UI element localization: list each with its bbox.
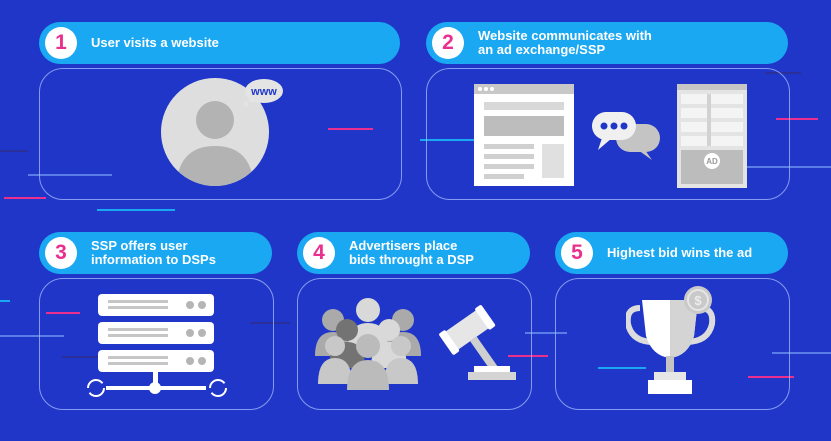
server-stack-icon xyxy=(87,294,227,397)
decorative-line xyxy=(0,335,64,337)
step-1-number-badge: 1 xyxy=(45,27,77,59)
decorative-line xyxy=(765,72,801,74)
www-text: www xyxy=(250,86,277,98)
step-2-panel xyxy=(426,68,790,200)
step-4-number-badge: 4 xyxy=(303,237,335,269)
decorative-line xyxy=(732,166,831,168)
decorative-line xyxy=(772,352,831,354)
decorative-line xyxy=(0,300,10,302)
decorative-line xyxy=(328,128,373,130)
step-2-label: Website communicates with an ad exchange… xyxy=(478,28,652,57)
decorative-line xyxy=(62,356,100,358)
step-2-header: 2 Website communicates with an ad exchan… xyxy=(426,22,788,64)
trophy-icon: $ xyxy=(626,286,716,394)
sync-icon xyxy=(87,379,105,397)
coin-icon: $ xyxy=(684,286,712,314)
decorative-line xyxy=(508,355,548,357)
decorative-line xyxy=(748,376,794,378)
step-5-number-badge: 5 xyxy=(561,237,593,269)
website-page-icon xyxy=(474,84,574,186)
step-1-label: User visits a website xyxy=(91,35,219,50)
step-1-panel xyxy=(39,68,402,200)
step-4-label: Advertisers place bids throught a DSP xyxy=(349,238,474,267)
decorative-line xyxy=(776,118,818,120)
decorative-line xyxy=(28,174,112,176)
step-5-header: 5 Highest bid wins the ad xyxy=(555,232,788,274)
decorative-line xyxy=(598,367,646,369)
step-4-header: 4 Advertisers place bids throught a DSP xyxy=(297,232,530,274)
step-1-header: 1 User visits a website xyxy=(39,22,400,64)
decorative-line xyxy=(525,332,567,334)
decorative-line xyxy=(97,209,175,211)
decorative-line xyxy=(46,312,80,314)
server-unit xyxy=(98,322,214,344)
www-speech-bubble: www xyxy=(243,79,283,107)
ad-label: AD xyxy=(706,157,718,166)
decorative-line xyxy=(4,197,46,199)
step-3-number-badge: 3 xyxy=(45,237,77,269)
step-3-header: 3 SSP offers user information to DSPs xyxy=(39,232,272,274)
decorative-line xyxy=(420,139,498,141)
decorative-line xyxy=(0,150,28,152)
user-avatar-icon: www xyxy=(161,78,283,186)
server-unit xyxy=(98,350,214,372)
step-5-panel xyxy=(555,278,790,410)
step-2-number-badge: 2 xyxy=(432,27,464,59)
ad-server-icon: AD xyxy=(677,84,747,188)
step-4-panel xyxy=(297,278,532,410)
coin-symbol: $ xyxy=(694,293,702,308)
chat-bubbles-icon xyxy=(592,112,660,160)
decorative-line xyxy=(250,322,290,324)
step-5-label: Highest bid wins the ad xyxy=(607,245,753,260)
step-3-label: SSP offers user information to DSPs xyxy=(91,238,216,267)
sync-icon xyxy=(209,379,227,397)
auction-gavel-icon xyxy=(439,305,516,380)
step-3-panel xyxy=(39,278,274,410)
server-unit xyxy=(98,294,214,316)
crowd-of-people-icon xyxy=(315,298,421,390)
